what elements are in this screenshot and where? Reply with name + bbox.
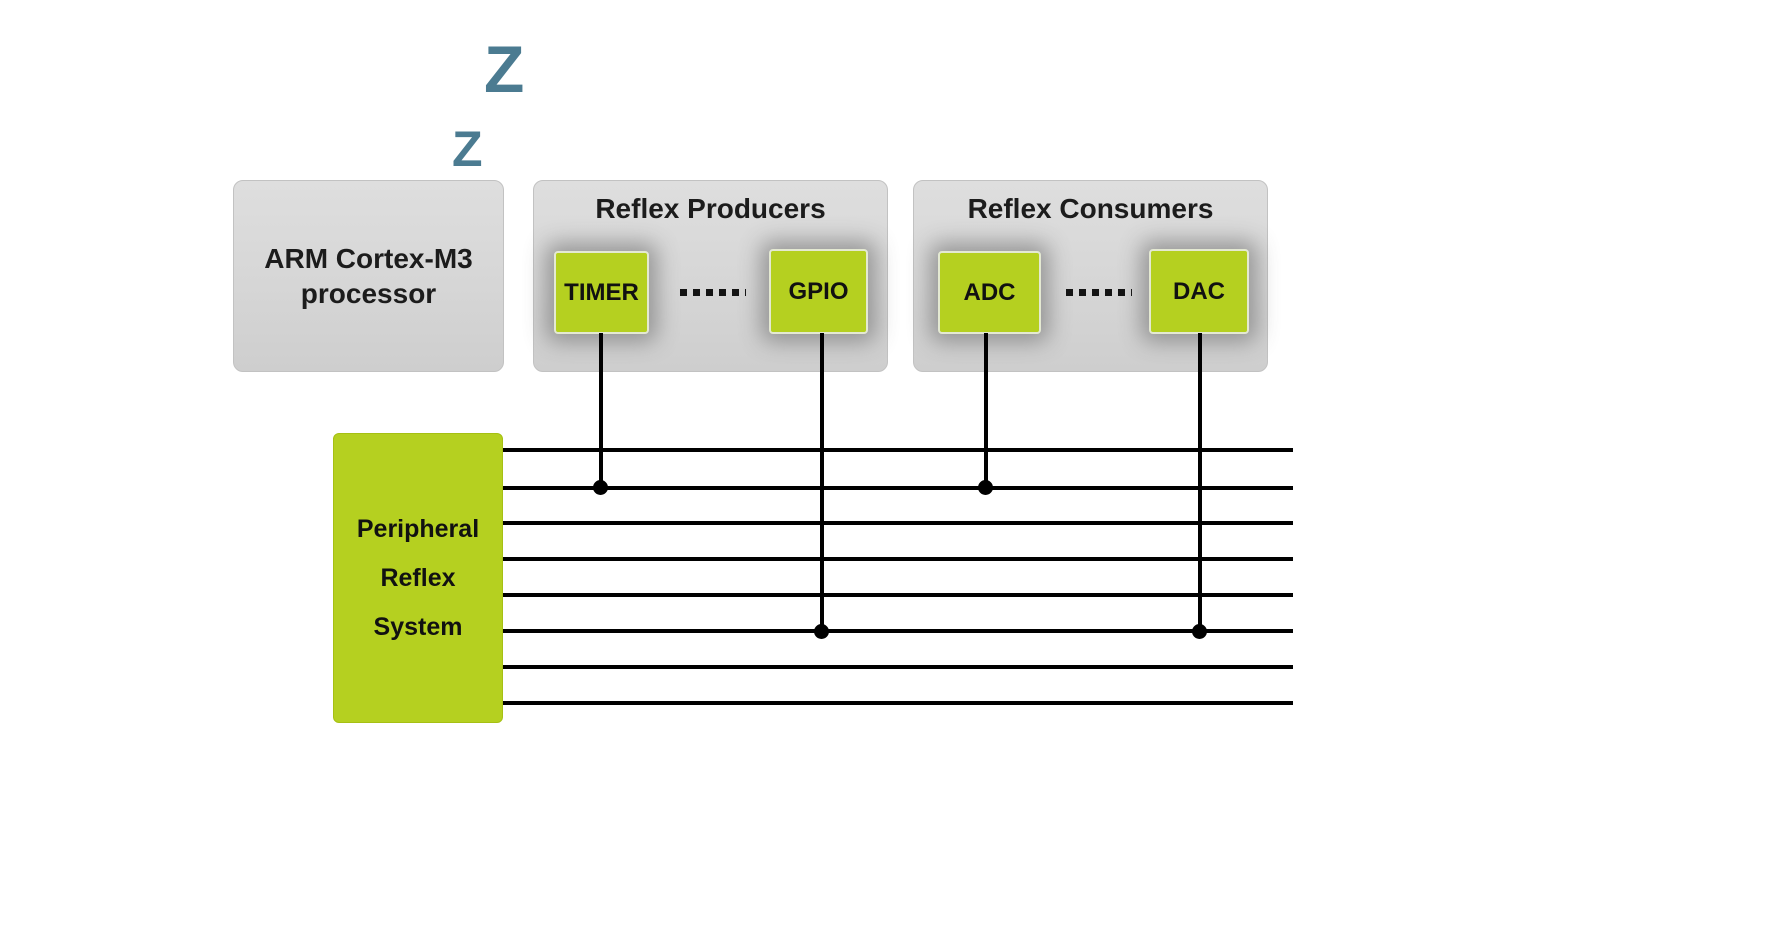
bus-line	[503, 448, 1293, 452]
bus-line	[503, 593, 1293, 597]
reflex-producers-title: Reflex Producers	[595, 193, 826, 224]
gpio-chip: GPIO	[769, 249, 868, 334]
sleep-z-icon: Z	[452, 121, 483, 177]
bus-line	[503, 486, 1293, 490]
timer-junction-dot	[593, 480, 608, 495]
bus-line	[503, 665, 1293, 669]
timer-chip: TIMER	[554, 251, 649, 334]
timer-connector	[599, 333, 603, 488]
bus-line	[503, 521, 1293, 525]
processor-label-line2: processor	[300, 278, 437, 309]
bus-line	[503, 629, 1293, 633]
sleep-z-icon: Z	[484, 32, 525, 106]
dac-chip: DAC	[1149, 249, 1249, 334]
adc-connector	[984, 333, 988, 488]
adc-junction-dot	[978, 480, 993, 495]
reflex-producers-box: Reflex Producers TIMER GPIO	[533, 180, 888, 372]
reflex-consumers-box: Reflex Consumers ADC DAC	[913, 180, 1268, 372]
processor-label-line1: ARM Cortex-M3	[264, 243, 473, 274]
reflex-consumers-title: Reflex Consumers	[967, 193, 1214, 224]
dac-connector	[1198, 333, 1202, 631]
dac-junction-dot	[1192, 624, 1207, 639]
peripheral-reflex-system-box: Peripheral Reflex System	[333, 433, 503, 723]
bus-line	[503, 557, 1293, 561]
processor-box: ARM Cortex-M3 processor	[233, 180, 504, 372]
gpio-connector	[820, 333, 824, 631]
prs-label-line3: System	[373, 612, 463, 641]
adc-chip: ADC	[938, 251, 1041, 334]
prs-label-line1: Peripheral	[356, 514, 480, 543]
bus-line	[503, 701, 1293, 705]
gpio-junction-dot	[814, 624, 829, 639]
dots-separator-icon	[680, 289, 746, 296]
prs-label-line2: Reflex	[380, 563, 456, 592]
dots-separator-icon	[1066, 289, 1132, 296]
